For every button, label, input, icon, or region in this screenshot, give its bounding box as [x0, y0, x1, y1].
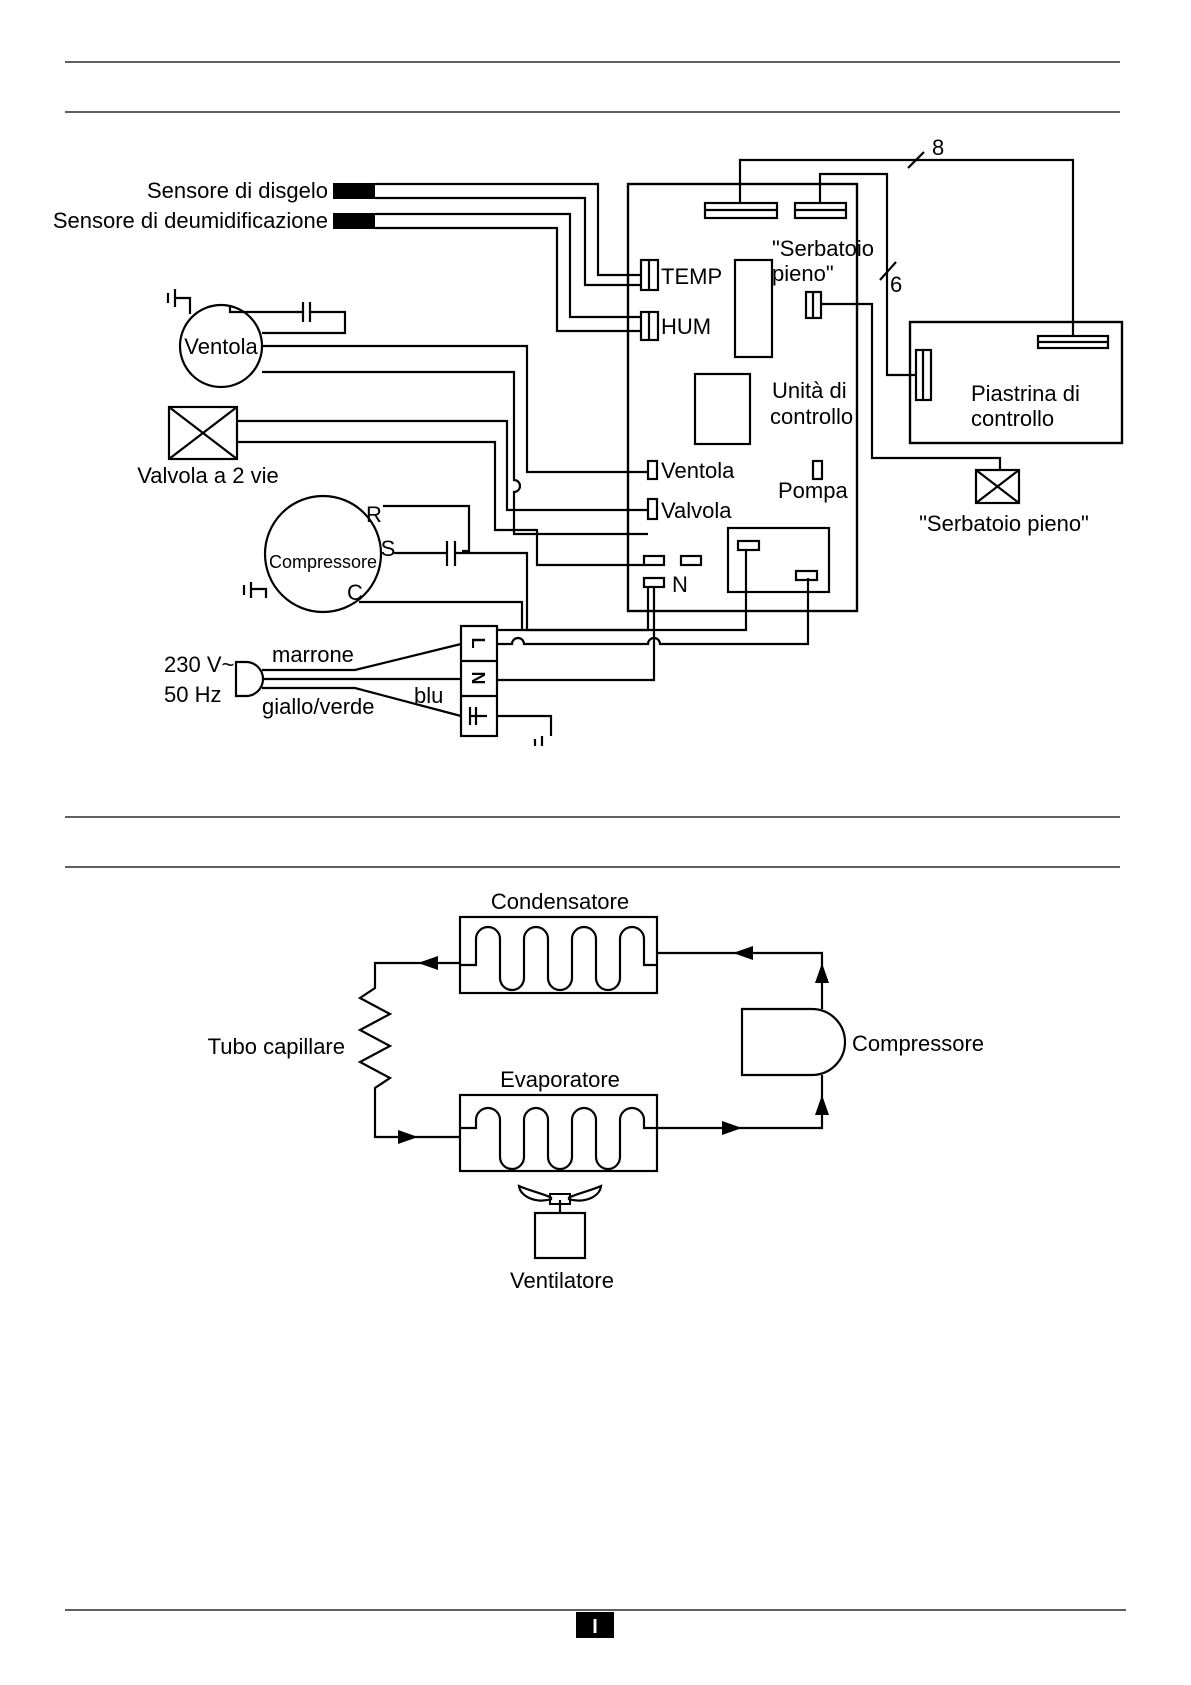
power-l-wire: [497, 578, 810, 646]
brown-label: marrone: [272, 642, 354, 667]
condenser-label: Condensatore: [491, 889, 629, 914]
fan-blade-left: [517, 1184, 553, 1202]
compressor-symbol: [263, 494, 383, 614]
brown-wire: [262, 642, 462, 672]
control-unit-box: [626, 182, 859, 613]
condenser-coil: [460, 925, 657, 992]
control-board-label-1: Piastrina di: [971, 381, 1080, 406]
control-board-label-2: controllo: [971, 406, 1054, 431]
control-unit-label-1: Unità di: [772, 378, 847, 403]
pump-label: Pompa: [778, 478, 848, 503]
n-terminal-label: N: [672, 572, 688, 597]
chip-block: [693, 372, 752, 446]
supply-voltage: 230 V~: [164, 652, 234, 677]
defrost-sensor-label: Sensore di disgelo: [147, 178, 328, 203]
hum-port-label: HUM: [661, 314, 711, 339]
evaporator-box: [458, 1093, 659, 1173]
fan-blade-right: [567, 1184, 603, 1202]
svg-text:6: 6: [890, 272, 902, 297]
plug-symbol: [234, 660, 265, 698]
flow-arrow-right: [398, 1130, 418, 1144]
temp-port-label: TEMP: [661, 264, 722, 289]
relay-block: [733, 258, 774, 359]
pump-port: [811, 459, 824, 481]
compressor-label-2: Compressore: [852, 1031, 984, 1056]
evaporator-label: Evaporatore: [500, 1067, 620, 1092]
dehum-sensor-label: Sensore di deumidificazione: [53, 208, 328, 233]
svg-text:8: 8: [932, 135, 944, 160]
tank-full-switch-label: "Serbatoio pieno": [919, 511, 1089, 536]
bus-6: [818, 172, 916, 377]
ventilatore-label: Ventilatore: [510, 1268, 614, 1293]
valve-label: Valvola a 2 vie: [137, 463, 278, 488]
page-language-badge: [576, 1612, 614, 1638]
capillary-label: Tubo capillare: [208, 1034, 345, 1059]
tank-full-label-1: "Serbatoio: [772, 236, 874, 261]
valve-port: [646, 497, 659, 521]
tank-full-label-2: pieno": [772, 261, 834, 286]
compressor-symbol-2: [740, 1007, 847, 1077]
fan-motor-box: [533, 1211, 587, 1260]
tank-full-switch: [974, 468, 1021, 505]
wiring-diagram: Sensore di disgelo Sensore di deumidific…: [53, 135, 1124, 746]
suction-line: [657, 1075, 824, 1130]
yellow-green-label: giallo/verde: [262, 694, 375, 719]
fan-port: [646, 459, 659, 481]
defrost-sensor-probe: [333, 183, 375, 199]
fan-wire-1: [262, 344, 648, 474]
condenser-box: [458, 915, 659, 995]
valve-port-label: Valvola: [661, 498, 732, 523]
valve-symbol: [167, 405, 239, 461]
capillary-tube: [357, 961, 460, 1139]
n-terminal: [642, 576, 666, 589]
bus-8: [738, 158, 1075, 336]
power-n-wire: [497, 587, 656, 682]
valve-wire-1: [237, 419, 648, 512]
control-board-box: [908, 320, 1124, 445]
svg-text:R: R: [366, 502, 382, 527]
evaporator-coil: [460, 1106, 657, 1171]
fan-wire-2: [262, 370, 648, 536]
dehum-wire-b: [375, 226, 640, 333]
supply-frequency: 50 Hz: [164, 682, 221, 707]
svg-text:S: S: [381, 536, 396, 561]
defrost-wire-b: [375, 196, 640, 287]
svg-text:L: L: [468, 638, 488, 649]
control-unit-label-2: controllo: [770, 404, 853, 429]
page-language-text: I: [592, 1616, 598, 1638]
valve-wire-2: [237, 440, 644, 567]
refrigeration-diagram: Condensatore Evaporatore Tubo capillare …: [208, 889, 984, 1293]
compressor-label: Compressore: [269, 552, 377, 572]
svg-text:N: N: [468, 672, 488, 685]
flow-arrow-left: [418, 956, 438, 970]
fan-port-label: Ventola: [661, 458, 735, 483]
yellow-green-wire: [262, 686, 462, 718]
fan-motor-label: Ventola: [184, 334, 258, 359]
blue-label: blu: [414, 683, 443, 708]
discharge-line: [657, 951, 824, 1009]
dehum-wire-a: [375, 212, 640, 319]
power-relay-box: [726, 526, 831, 594]
svg-text:C: C: [347, 580, 363, 605]
dehum-sensor-probe: [333, 213, 375, 229]
defrost-wire-a: [375, 182, 640, 277]
